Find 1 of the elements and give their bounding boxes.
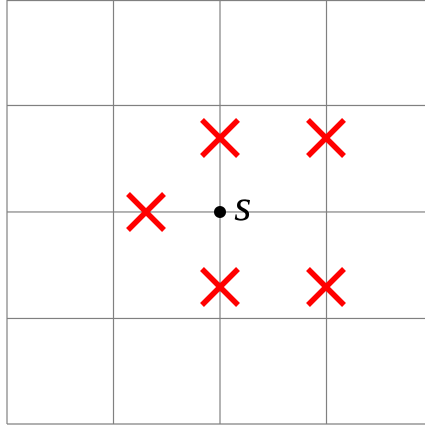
point-label: s: [234, 199, 250, 221]
